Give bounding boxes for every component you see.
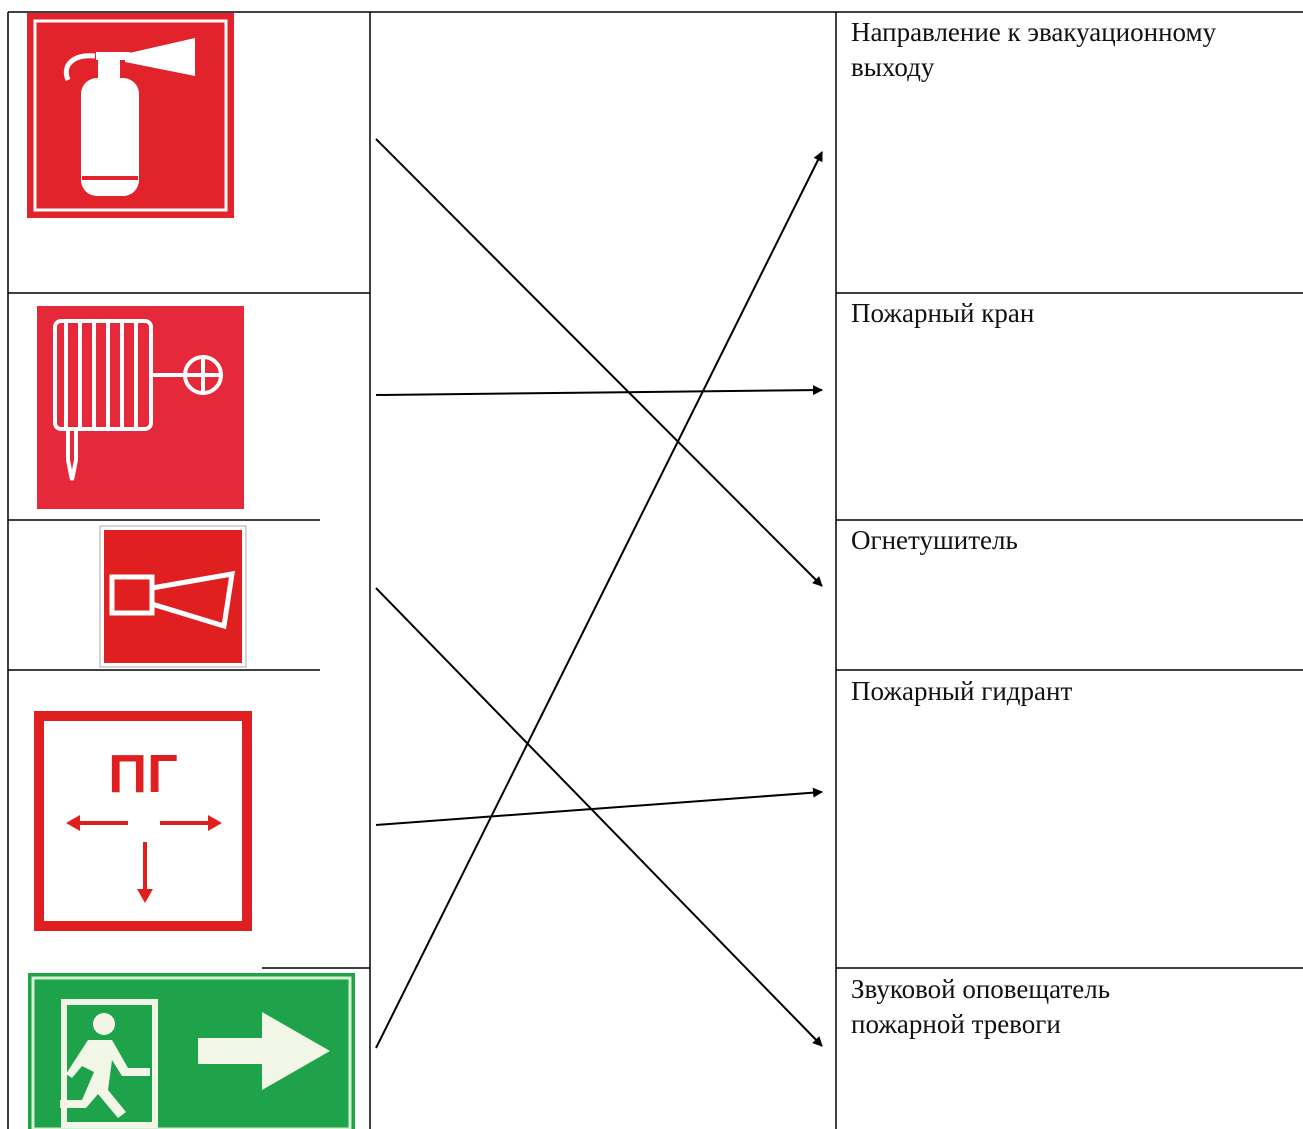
hydrant-arrows-icon [66, 815, 222, 903]
fire-extinguisher-icon [63, 38, 195, 196]
fire-hose-icon [53, 319, 223, 481]
running-man-icon [60, 999, 158, 1128]
matching-arrows [375, 138, 823, 1049]
emergency-exit-right-sign [28, 973, 355, 1129]
arrow-hydrant [375, 787, 823, 826]
hydrant-code-text: ПГ [108, 744, 177, 804]
fire-alarm-sounder-sign [99, 525, 247, 668]
label-evacuation-exit: Направление к эвакуационному выходу [851, 17, 1217, 82]
alarm-horn-icon [109, 570, 236, 630]
arrow-exit [375, 151, 823, 1049]
arrow-fire-hose [375, 385, 823, 396]
table-grid [7, 11, 1303, 1129]
label-extinguisher: Огнетушитель [851, 525, 1018, 555]
label-fire-hose: Пожарный кран [851, 298, 1035, 328]
fire-hose-sign [37, 306, 244, 509]
arrow-right-icon [198, 1012, 330, 1090]
label-alarm-sounder: Звуковой оповещатель пожарной тревоги [851, 974, 1111, 1039]
fire-extinguisher-sign [27, 13, 234, 218]
arrow-alarm [375, 587, 823, 1047]
label-fire-hydrant: Пожарный гидрант [851, 676, 1073, 706]
arrow-extinguisher [375, 138, 823, 587]
fire-hydrant-sign: ПГ [34, 711, 252, 931]
